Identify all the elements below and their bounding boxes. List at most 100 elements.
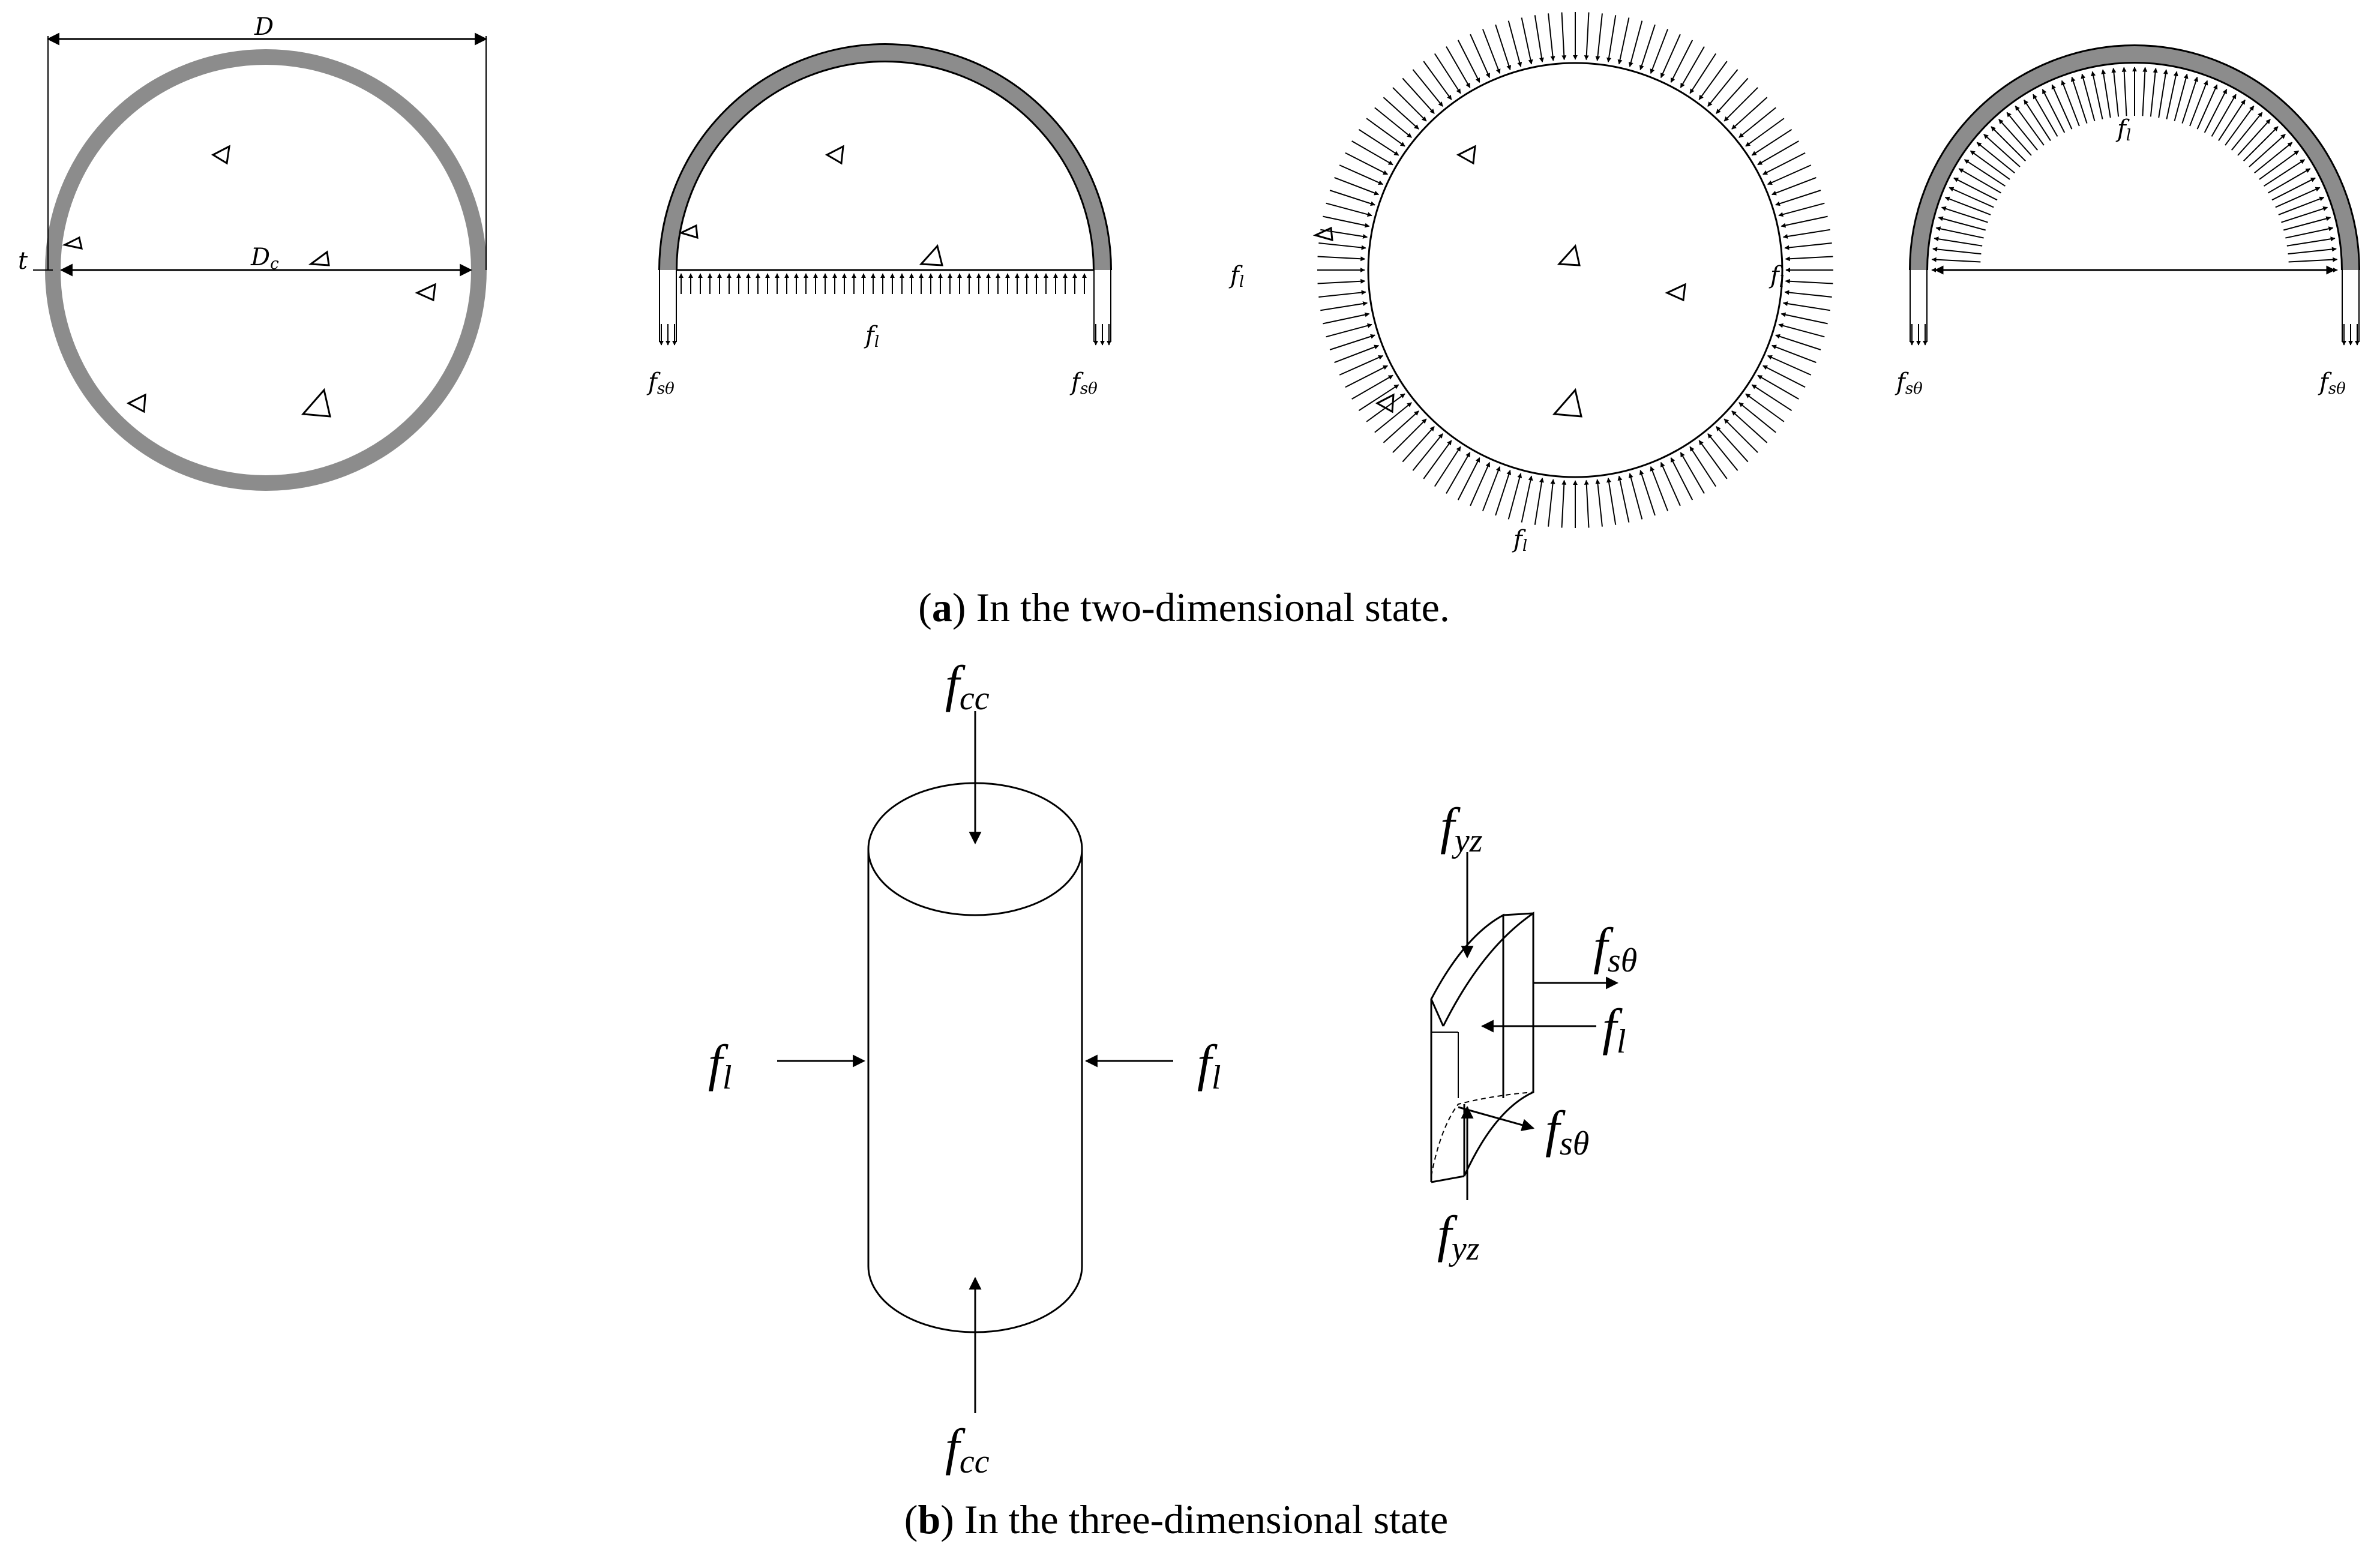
force-arrow [1482,466,1501,511]
hoop-stress-arrows-right [1093,324,1111,346]
fig-a1-tube-section: D Dc t [18,13,488,491]
force-arrow [1778,202,1825,217]
force-arrow [2142,67,2148,116]
hoop-stress-arrows-left [1910,324,1928,346]
force-arrow [1457,457,1480,500]
force-arrow [1782,229,1830,239]
force-arrow [1785,256,1833,262]
force-arrow [1771,176,1817,196]
force-arrow [2237,119,2271,156]
force-arrow [1698,440,1728,479]
force-arrow [1938,216,1986,231]
force-arrow [1366,118,1405,147]
force-arrow [1998,119,2032,156]
half-tube-fill [1911,46,2358,271]
force-arrow [1731,410,1768,443]
label-fl: fl [2115,115,2131,145]
force-arrow [1944,196,1991,215]
label-fs-bottom: fsθ [1545,1100,1589,1162]
force-arrow [1650,29,1669,74]
force-arrow [1751,128,1793,156]
label-fs-right: fsθ [2318,368,2346,398]
force-arrow [1953,177,1998,201]
force-arrow [1412,433,1443,471]
force-arrow [1339,164,1384,185]
force-arrow [2051,84,2073,130]
force-arrow [1775,190,1821,206]
force-arrow [1318,242,1366,250]
force-arrow [1949,187,1994,208]
aggregate-mark [415,283,436,302]
element-hidden-edge [1431,1092,1534,1177]
force-arrow [2288,247,2337,255]
force-arrow [2231,112,2263,151]
force-arrow [2259,150,2300,180]
force-arrow [1351,374,1393,400]
arrow-fs-bottom [1458,1106,1535,1132]
force-arrow [1745,118,1785,147]
force-arrow [2091,71,2103,119]
force-arrow [1606,15,1617,63]
force-arrow [1762,152,1806,175]
force-arrow [1660,34,1681,79]
force-arrow [1402,77,1435,114]
aggregate-mark [1557,244,1581,266]
force-arrow [1412,69,1443,107]
force-arrow [2081,73,2096,122]
force-arrow [1548,13,1555,61]
force-arrow [2285,226,2334,239]
force-arrow [1320,229,1368,239]
fig-a2-half-tube-free-body: fl fsθ fsθ [646,43,1112,398]
force-arrow [1507,473,1522,520]
force-arrow [1423,440,1452,479]
force-arrow [2101,69,2111,118]
label-fyz-top: fyz [1440,797,1483,859]
force-arrow [2006,112,2039,151]
half-tube-outline [658,43,1112,271]
force-arrow [1689,53,1717,94]
force-arrow [1470,461,1491,506]
label-fs-left: fsθ [1895,368,1923,398]
force-arrow [1757,374,1799,400]
force-arrow [2249,134,2286,167]
force-arrow [1470,34,1491,79]
force-arrow [1751,384,1793,412]
force-arrow [1326,202,1372,217]
force-arrow [1446,46,1471,88]
aggregate-mark [1552,388,1582,418]
force-arrow [1402,426,1435,463]
label-fs-top: fsθ [1593,917,1637,979]
force-arrow [1689,446,1717,487]
element-inner-face [1442,912,1534,1177]
force-arrow [1482,29,1501,74]
force-arrow [2268,168,2311,194]
force-arrow [2281,206,2328,223]
force-arrow [1723,418,1758,453]
aggregate-mark [678,224,699,239]
aggregate-mark [1456,145,1476,165]
force-arrow [1771,344,1817,364]
force-arrow [1339,355,1384,376]
force-arrow [1584,12,1590,61]
force-arrow [1784,242,1832,250]
label-fcc-bottom: fcc [945,1418,990,1480]
force-arrow [1374,107,1412,138]
force-arrow [1781,312,1828,325]
force-arrow [1650,466,1669,511]
force-arrow [1446,452,1471,494]
force-arrow [1670,457,1693,500]
force-arrow [1716,426,1749,463]
force-arrow [1320,301,1368,311]
force-arrow [2070,76,2088,124]
fig-a3-concrete-core: fl fl fl [1228,12,1833,555]
label-t: t [18,247,28,275]
hoop-stress-arrows-left [659,324,677,346]
force-arrow [1934,236,1983,247]
label-fs-left: fsθ [646,368,675,398]
force-arrow [1521,17,1533,65]
label-fcc-top: fcc [945,655,990,717]
force-arrow [1358,384,1399,412]
force-arrow [1775,334,1821,350]
label-fl-left: fl [708,1034,732,1096]
label-fl-left: fl [1228,262,1244,291]
